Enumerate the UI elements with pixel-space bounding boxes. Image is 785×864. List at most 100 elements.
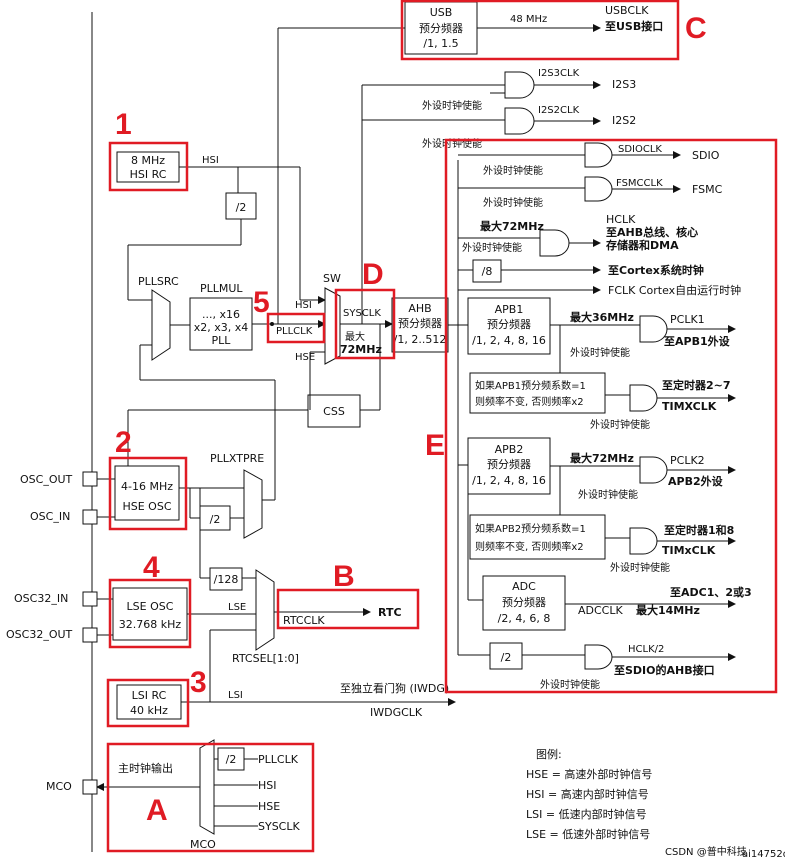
sw-hse-input-label: HSE xyxy=(295,352,315,363)
svg-text:如果APB1预分频系数=1: 如果APB1预分频系数=1 xyxy=(475,379,586,392)
rtcclk-label: RTCCLK xyxy=(283,614,325,627)
lse-signal-label: LSE xyxy=(228,602,246,613)
svg-text:LSI RC: LSI RC xyxy=(132,689,167,702)
highlight-C xyxy=(400,0,680,61)
svg-text:LSE OSC: LSE OSC xyxy=(127,600,174,613)
i2s3-and-gate xyxy=(504,71,535,99)
fsmc-and-gate xyxy=(584,176,613,202)
css-label: CSS xyxy=(323,405,345,418)
highlight-4 xyxy=(108,578,192,649)
svg-text:外设时钟使能: 外设时钟使能 xyxy=(540,678,600,691)
pllmul-block xyxy=(189,297,253,351)
svg-text:HCLK/2: HCLK/2 xyxy=(628,644,664,655)
svg-text:则频率不变, 否则频率x2: 则频率不变, 否则频率x2 xyxy=(475,540,584,553)
fsmc-label: FSMC xyxy=(692,183,723,196)
adcclk-label: ADCCLK xyxy=(578,604,623,617)
iwdg-dest-label: 至独立看门狗 (IWDG) xyxy=(340,681,449,695)
rtc-label: RTC xyxy=(378,606,402,619)
highlight-A xyxy=(106,742,315,853)
mco-pin-label: MCO xyxy=(46,780,72,793)
sdio-ahb-div2-block xyxy=(489,642,523,670)
sw-mux xyxy=(324,287,341,365)
svg-text:40 kHz: 40 kHz xyxy=(130,704,168,717)
svg-text:HSI = 高速内部时钟信号: HSI = 高速内部时钟信号 xyxy=(526,787,649,801)
marker-5: 5 xyxy=(253,286,270,319)
svg-text:预分频器: 预分频器 xyxy=(487,457,531,471)
svg-text:至APB1外设: 至APB1外设 xyxy=(664,334,731,348)
svg-text:预分频器: 预分频器 xyxy=(398,316,442,330)
osc-in-pin xyxy=(82,509,98,525)
lsi-signal-label: LSI xyxy=(228,690,243,701)
usb-dest-label: 至USB接口 xyxy=(605,19,663,33)
timer-1-8-label: 至定时器1和8 xyxy=(664,523,734,537)
pllxtpre-label: PLLXTPRE xyxy=(210,452,264,465)
svg-text:外设时钟使能: 外设时钟使能 xyxy=(462,241,522,254)
svg-text:则频率不变, 否则频率x2: 则频率不变, 否则频率x2 xyxy=(475,395,584,408)
svg-text:/2: /2 xyxy=(501,651,512,664)
sdio-and-gate xyxy=(584,142,613,168)
svg-text:I2S3CLK: I2S3CLK xyxy=(538,68,580,79)
pllmul-label: PLLMUL xyxy=(200,282,243,295)
pllsrc-mux xyxy=(151,289,171,361)
hclk-and-gate xyxy=(539,229,570,257)
pllxtpre-mux xyxy=(243,469,263,539)
sdio-ahb-dest-label: 至SDIO的AHB接口 xyxy=(614,663,715,677)
svg-text:外设时钟使能: 外设时钟使能 xyxy=(483,164,543,177)
highlight-D xyxy=(334,288,396,360)
svg-text:外设时钟使能: 外设时钟使能 xyxy=(483,196,543,209)
hse-osc-block xyxy=(114,465,180,521)
svg-text:/1, 2..512: /1, 2..512 xyxy=(394,333,447,346)
fclk-label: FCLK Cortex自由运行时钟 xyxy=(608,283,741,297)
apb2-and-gate xyxy=(639,456,668,484)
svg-text:..., x16: ..., x16 xyxy=(202,308,240,321)
legend-title: 图例: xyxy=(536,747,562,761)
sdio-label: SDIO xyxy=(692,149,720,162)
marker-4: 4 xyxy=(143,551,160,584)
svg-text:x2, x3, x4: x2, x3, x4 xyxy=(194,321,249,334)
ahb-prescaler xyxy=(391,297,449,353)
marker-2: 2 xyxy=(115,426,132,459)
osc32-in-pin-label: OSC32_IN xyxy=(14,592,68,605)
svg-text:TIMxCLK: TIMxCLK xyxy=(662,544,716,557)
svg-text:LSI = 低速内部时钟信号: LSI = 低速内部时钟信号 xyxy=(526,807,647,821)
hclk-label: HCLK xyxy=(606,213,636,226)
marker-D: D xyxy=(362,258,384,291)
svg-text:TIMXCLK: TIMXCLK xyxy=(662,400,717,413)
osc-out-pin xyxy=(82,471,98,487)
pllsrc-label: PLLSRC xyxy=(138,275,179,288)
sw-label: SW xyxy=(323,272,341,285)
svg-text:32.768 kHz: 32.768 kHz xyxy=(119,618,182,631)
mco-hse-label: HSE xyxy=(258,800,280,813)
highlight-E xyxy=(444,138,778,694)
svg-text:4-16 MHz: 4-16 MHz xyxy=(121,480,173,493)
svg-text:HSE OSC: HSE OSC xyxy=(122,500,171,513)
svg-text:/1, 1.5: /1, 1.5 xyxy=(423,37,458,50)
svg-text:ADC: ADC xyxy=(512,580,536,593)
apb1-and-gate xyxy=(639,315,668,343)
sdio-ahb-and-gate xyxy=(584,644,613,670)
pllclk-label: PLLCLK xyxy=(276,326,313,337)
svg-text:最大: 最大 xyxy=(345,330,365,343)
svg-text:外设时钟使能: 外设时钟使能 xyxy=(590,418,650,431)
osc32-out-pin-label: OSC32_OUT xyxy=(6,628,73,641)
highlight-3 xyxy=(106,678,190,728)
highlight-2 xyxy=(108,456,188,531)
mco-pin xyxy=(82,779,98,795)
marker-C: C xyxy=(685,12,707,45)
usb-freq-label: 48 MHz xyxy=(510,14,547,25)
svg-text:APB2: APB2 xyxy=(495,443,524,456)
svg-text:APB2外设: APB2外设 xyxy=(668,474,724,488)
watermark: CSDN @普中科技 xyxy=(665,845,747,858)
apb2-max-label: 最大72MHz xyxy=(570,451,634,465)
pclk2-label: PCLK2 xyxy=(670,454,705,467)
svg-text:SDIOCLK: SDIOCLK xyxy=(618,144,662,155)
hsi-div2-label: /2 xyxy=(236,201,247,214)
hsi-freq-label: 8 MHz xyxy=(131,154,165,167)
cortex-dest-label: 至Cortex系统时钟 xyxy=(608,263,704,277)
css-block xyxy=(307,394,361,428)
mco-pllclk-label: PLLCLK xyxy=(258,753,299,766)
sysclk-max-label: 72MHz xyxy=(340,343,382,356)
apb1-timer-multiplier xyxy=(469,372,606,414)
pclk1-label: PCLK1 xyxy=(670,313,705,326)
